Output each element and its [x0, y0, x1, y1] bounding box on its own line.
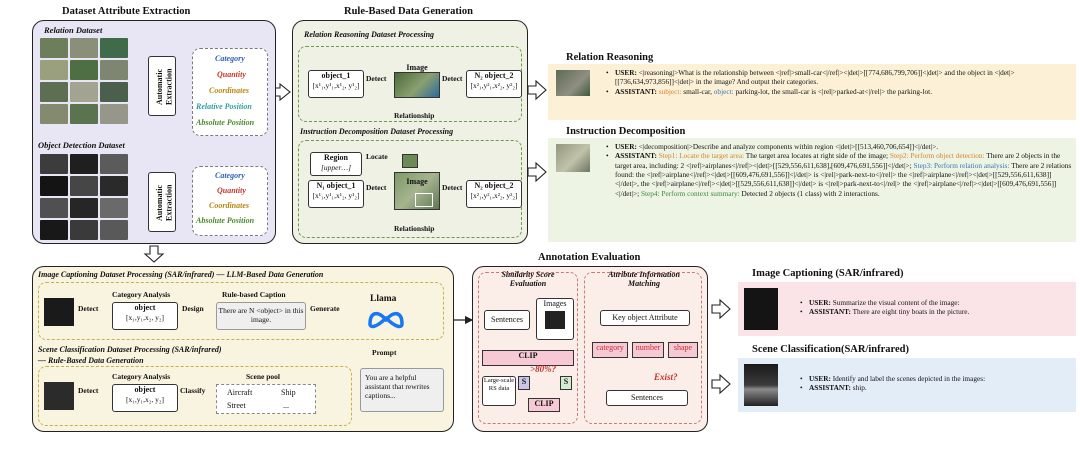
- relation-attr-absolute-position: Absolute Position: [196, 118, 255, 127]
- section-title-relation-reasoning: Relation Reasoning: [566, 52, 654, 63]
- key-attr-box: Key object Attribute: [600, 310, 690, 326]
- section-title-instruction-decomposition: Instruction Decomposition: [566, 126, 686, 137]
- scene-category-analysis: Category Analysis: [112, 372, 171, 381]
- shape-tag: shape: [668, 342, 698, 358]
- auto-extraction-box-1: Automatic Extraction: [148, 56, 176, 116]
- n1-object-1-box: N₁ object_1 [x¹₁,y¹₁,x¹₂, y¹₂]: [308, 180, 364, 208]
- design-label: Design: [182, 304, 204, 313]
- cap-detect-label: Detect: [78, 304, 99, 313]
- captioning-processing-label: Image Captioning Dataset Processing (SAR…: [38, 270, 324, 279]
- detection-attr-absolute-position: Absolute Position: [196, 216, 255, 225]
- cap-object-box: object [x₁,y₁,x₂, y₂]: [112, 302, 178, 330]
- section-title-annotation-eval: Annotation Evaluation: [538, 252, 641, 263]
- category-tag: category: [592, 342, 628, 358]
- captioning-input-image: [44, 298, 74, 326]
- sentences-box-2: Sentences: [606, 390, 688, 406]
- object-2-box: N₂ object_2 [x²₁,y²₁,x²₂, y²₂]: [466, 70, 522, 98]
- caption-chat-text: USER: Summarize the visual content of th…: [800, 298, 1070, 317]
- locate-label: Locate: [366, 152, 388, 161]
- instruction-image: Image: [394, 172, 440, 210]
- scene-item-more: ...: [283, 401, 289, 410]
- scene-object-box: object [x₁,y₁,x₂, y₂]: [112, 384, 178, 412]
- detect-label-3: Detect: [366, 183, 387, 192]
- scene-pool-label: Scene pool: [246, 372, 280, 381]
- section-title-scene-classification: Scene Classification(SAR/infrared): [752, 344, 910, 355]
- detection-attr-coordinates: Coordinates: [209, 201, 250, 210]
- detection-attr-quantity: Quantity: [217, 186, 246, 195]
- generate-label: Generate: [310, 304, 340, 313]
- detect-label-2: Detect: [442, 74, 463, 83]
- decomp-chat-text: USER: <|decomposition|>Describe and anal…: [606, 142, 1072, 198]
- relation-processing-label: Relation Reasoning Dataset Processing: [304, 30, 435, 39]
- scene-pool-box: Aircraft Ship Street ...: [216, 384, 316, 414]
- relationship-label-2: Relationship: [394, 224, 435, 233]
- section-title-rule-based: Rule-Based Data Generation: [344, 6, 473, 17]
- detection-attrs-box: [192, 166, 268, 236]
- region-thumb: [402, 154, 418, 168]
- classify-label: Classify: [180, 386, 206, 395]
- rule-caption-box: There are N <object> in this image.: [216, 302, 306, 330]
- scene-chat-text: USER: Identify and label the scenes depi…: [800, 374, 1070, 393]
- score-s-1: S: [518, 376, 530, 390]
- llama-label: Llama: [370, 294, 397, 304]
- relation-attr-coordinates: Coordinates: [209, 86, 250, 95]
- instruction-processing-label: Instruction Decomposition Dataset Proces…: [300, 127, 454, 136]
- meta-logo-icon: [368, 311, 404, 329]
- captioning-processing-box: [38, 282, 444, 340]
- relation-attr-category: Category: [215, 54, 245, 63]
- object-1-box: object_1 [x¹₁,y¹₁,x¹₂, y¹₂]: [308, 70, 364, 98]
- scene-processing-label-2: — Rule-Based Data Generation: [38, 356, 144, 365]
- n2-object-2-box: N₂ object_2 [x²₁,y²₁,x²₂, y²₂]: [466, 180, 522, 208]
- threshold-label: >80%?: [530, 364, 557, 374]
- large-scale-rs-box: Large-scale RS data: [482, 376, 516, 406]
- scene-processing-box: [38, 366, 352, 426]
- section-title-image-captioning: Image Captioning (SAR/infrared): [752, 268, 904, 279]
- cap-category-analysis: Category Analysis: [112, 290, 171, 299]
- relation-image: Image: [394, 63, 440, 98]
- clip-box-1: CLIP: [482, 350, 574, 366]
- auto-extraction-box-2: Automatic Extraction: [148, 172, 176, 232]
- section-title-attr-extraction: Dataset Attribute Extraction: [62, 6, 191, 17]
- rule-caption-label: Rule-based Caption: [222, 290, 286, 299]
- score-s-2: S: [560, 376, 572, 390]
- exist-label: Exist?: [654, 372, 678, 382]
- relation-attrs-box: [192, 48, 268, 136]
- scene-item-ship: Ship: [281, 388, 296, 397]
- attr-matching-box: [584, 272, 702, 424]
- scene-detect-label: Detect: [78, 386, 99, 395]
- relationship-label-1: Relationship: [394, 111, 435, 120]
- region-box: Region [upper…]: [310, 152, 362, 176]
- attr-matching-label: Attribute Information Matching: [608, 270, 680, 288]
- scene-item-street: Street: [227, 401, 246, 410]
- similarity-label: Similarity Score Evaluation: [501, 270, 555, 288]
- scene-input-image: [44, 382, 74, 410]
- relation-chat-thumb: [556, 70, 590, 96]
- detect-label-4: Detect: [442, 183, 463, 192]
- sentences-box: Sentences: [484, 310, 530, 330]
- object-detection-dataset-label: Object Detection Dataset: [38, 140, 125, 150]
- relation-chat-text: USER: <|reasoning|>What is the relations…: [606, 68, 1072, 96]
- clip-box-2: CLIP: [528, 398, 560, 412]
- scene-item-aircraft: Aircraft: [227, 388, 253, 397]
- detect-label-1: Detect: [366, 74, 387, 83]
- scene-processing-label-1: Scene Classification Dataset Processing …: [38, 345, 222, 354]
- similarity-box: [478, 272, 578, 424]
- decomp-chat-thumb: [556, 144, 590, 172]
- detection-attr-category: Category: [215, 171, 245, 180]
- relation-dataset-label: Relation Dataset: [44, 25, 103, 35]
- number-tag: number: [632, 342, 664, 358]
- relation-attr-quantity: Quantity: [217, 70, 246, 79]
- prompt-box: You are a helpful assistant that rewrite…: [360, 368, 444, 412]
- prompt-label: Prompt: [372, 348, 397, 357]
- relation-attr-relative-position: Relative Position: [196, 102, 252, 111]
- images-box: Images: [536, 298, 574, 340]
- scene-chat-thumb: [744, 364, 778, 406]
- caption-chat-thumb: [744, 288, 778, 330]
